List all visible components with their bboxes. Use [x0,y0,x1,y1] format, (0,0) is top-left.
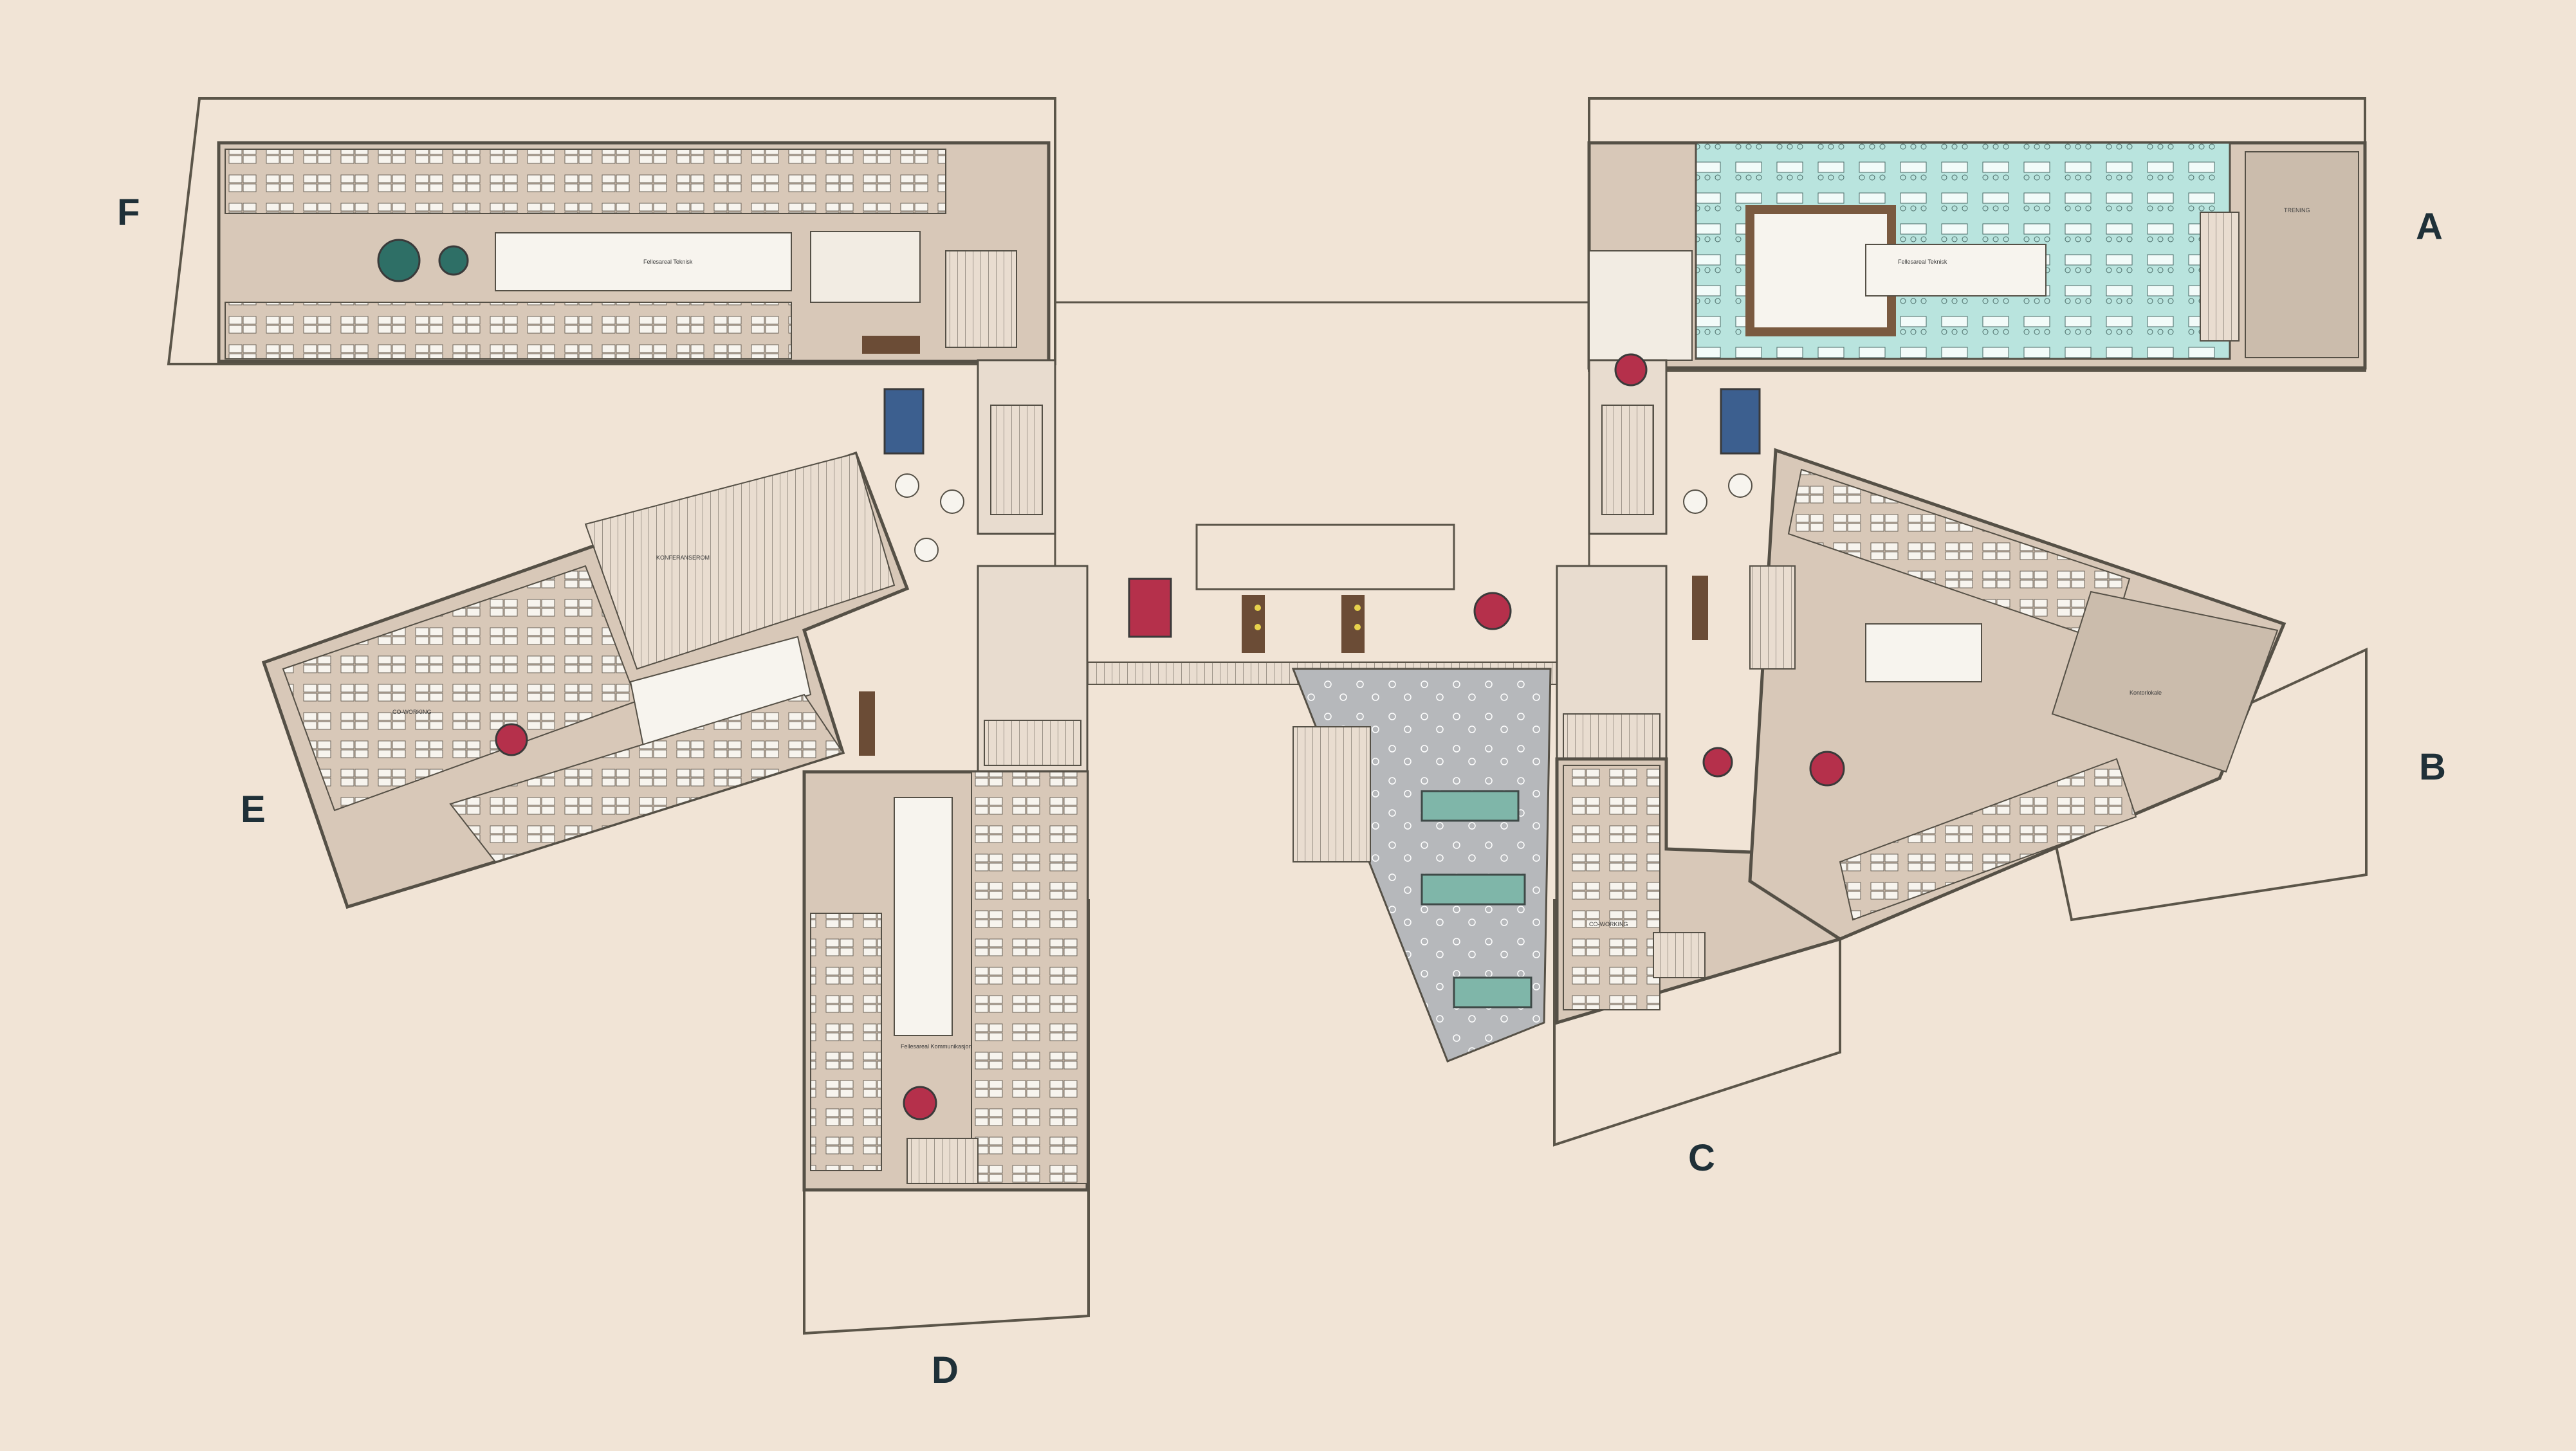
lounge-furniture [377,239,1845,1120]
wing-label-a: A [2416,206,2443,248]
event-hall [1291,668,1552,1063]
wing-b-floor [1748,448,2286,941]
outline-wing-b [2044,647,2368,922]
round-table-icon [1242,595,1265,653]
sofa-icon [1128,578,1172,638]
room-label-teknisk-a: Fellesareal Teknisk [1898,259,1947,265]
round-table-icon [1692,576,1708,640]
wing-c-floor [1555,757,1842,1025]
wing-d-floor [802,770,1089,1192]
wing-label-f: F [117,192,140,233]
room-label-group: KONFERANSEROM CO-WORKING Fellesareal Tek… [392,207,2310,1050]
sofa-icon [883,388,925,455]
round-lounge-icon [1809,751,1845,787]
right-core [1556,359,1668,760]
wing-e-floor [261,451,910,909]
sofa-icon [1720,388,1761,455]
round-lounge-icon [377,239,421,282]
round-table-icon [940,489,964,514]
wing-label-c: C [1688,1137,1715,1179]
round-table-icon [1728,473,1753,498]
round-lounge-icon [1702,747,1733,778]
round-lounge-icon [1473,592,1512,630]
room-label-co-working-e: CO-WORKING [392,709,432,715]
round-lounge-icon [1614,353,1648,387]
wing-label-b: B [2419,746,2446,788]
wing-f-floor [217,141,1051,363]
round-table-icon [1341,595,1365,653]
room-label-trening: TRENING [2284,207,2310,214]
room-label-konferanserom: KONFERANSEROM [656,554,710,561]
wing-label-e: E [241,789,266,830]
room-label-teknisk-f: Fellesareal Teknisk [643,259,693,265]
round-lounge-icon [495,723,528,756]
room-label-kommunikasjon: Fellesareal Kommunikasjon [901,1043,972,1050]
wing-labels: F A B E C D [117,192,2446,1391]
room-label-co-working-c: CO-WORKING [1589,921,1628,927]
wing-label-d: D [932,1349,959,1391]
round-table-icon [1683,489,1707,514]
wing-a-floor [1587,141,2367,370]
round-lounge-icon [903,1086,937,1120]
round-table-icon [914,538,939,562]
round-table-icon [895,473,919,498]
left-core [977,359,1089,773]
round-table-icon [859,691,875,756]
room-label-kontorlokale: Kontorlokale [2130,689,2162,696]
round-lounge-icon [438,245,469,276]
